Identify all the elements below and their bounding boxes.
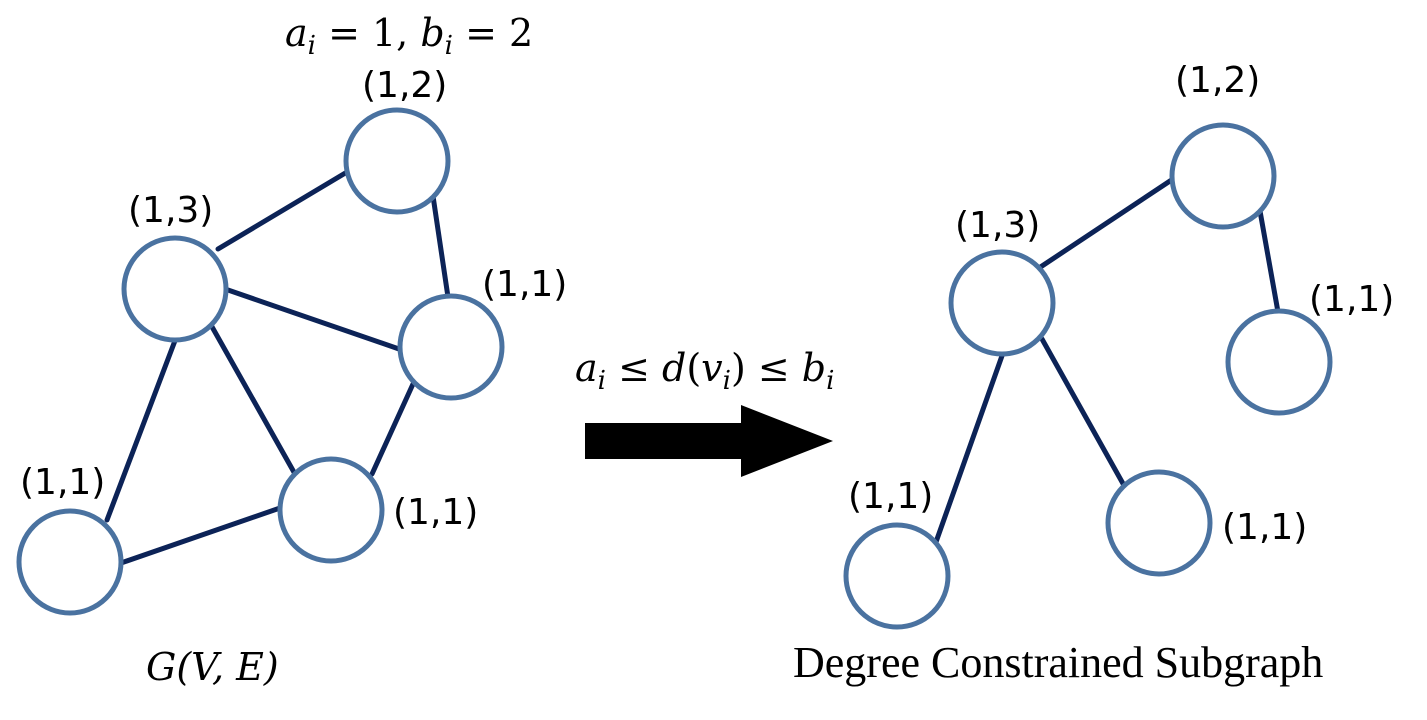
left-edge-top-right: [430, 193, 451, 300]
left-edge-hub-top: [215, 169, 350, 252]
right-edge-hub-bottomleft: [933, 350, 1006, 545]
left-label-top: (1,2): [362, 65, 447, 106]
right-node-bottom-mid: [1105, 469, 1213, 577]
left-edge-bottomleft-mid: [118, 505, 283, 566]
left-label-hub: (1,3): [128, 190, 213, 231]
left-label-right: (1,1): [482, 264, 567, 305]
left-label-mid: (1,1): [393, 492, 478, 533]
right-caption: Degree Constrained Subgraph: [793, 638, 1323, 687]
left-node-right: [397, 293, 505, 401]
degree-condition: ai ≤ d(vi) ≤ bi: [575, 346, 834, 396]
right-node-top: [1169, 122, 1277, 230]
right-node-right: [1225, 308, 1333, 416]
left-edge-hub-bottomleft: [104, 335, 179, 523]
right-graph: (1,2) (1,3) (1,1) (1,1) (1,1) Degree Con…: [793, 60, 1394, 687]
left-label-bottom-left: (1,1): [20, 462, 105, 503]
left-node-hub: [121, 235, 229, 343]
left-node-top: [343, 107, 451, 215]
left-node-mid: [277, 456, 385, 564]
right-label-bottom-mid: (1,1): [1222, 507, 1307, 548]
left-edge-right-mid: [369, 381, 416, 477]
left-caption: G(V, E): [146, 645, 279, 689]
left-node-bottom-left: [16, 508, 124, 616]
right-label-bottom-left: (1,1): [848, 476, 933, 517]
transform-arrow: ai ≤ d(vi) ≤ bi: [575, 346, 834, 477]
right-edge-hub-top: [1036, 176, 1176, 271]
right-label-right: (1,1): [1309, 279, 1394, 320]
left-edge-hub-right: [225, 287, 402, 352]
right-node-bottom-left: [843, 522, 951, 630]
left-graph: (1,2) (1,3) (1,1) (1,1) (1,1) ai = 1, bi…: [16, 11, 567, 689]
constraint-example: ai = 1, bi = 2: [285, 11, 533, 61]
right-node-hub: [948, 249, 1056, 357]
right-edge-hub-bottommid: [1039, 336, 1129, 492]
right-edge-top-right: [1257, 208, 1281, 315]
left-edge-hub-mid: [208, 322, 298, 477]
right-label-top: (1,2): [1175, 60, 1260, 101]
right-label-hub: (1,3): [955, 205, 1040, 246]
arrow-icon: [585, 405, 833, 477]
